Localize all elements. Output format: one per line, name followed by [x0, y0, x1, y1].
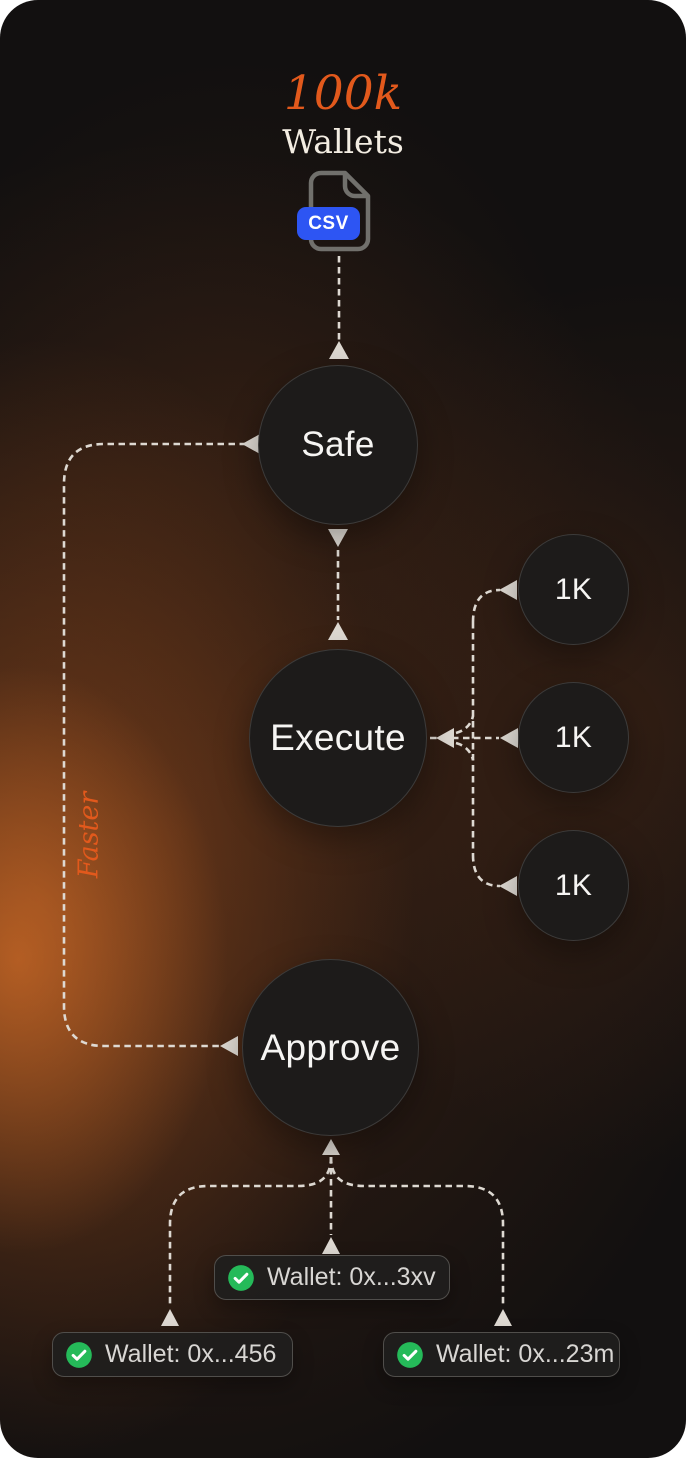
node-batch-3: 1K: [518, 830, 629, 941]
node-batch-3-label: 1K: [554, 868, 593, 902]
node-approve-label: Approve: [260, 1026, 401, 1068]
node-batch-1: 1K: [518, 534, 629, 645]
wallet-count-label: Wallets: [282, 122, 404, 161]
edge-approve-to-wallet-right: [329, 1156, 505, 1307]
check-icon: [66, 1341, 92, 1368]
wallet-chip-2-label: Wallet: 0x...456: [105, 1340, 277, 1368]
wallet-chip-3: Wallet: 0x...23m: [383, 1332, 620, 1377]
node-execute-label: Execute: [270, 717, 406, 758]
arrowhead-up-at-wallet-right: [494, 1309, 512, 1326]
check-icon: [228, 1264, 254, 1291]
node-batch-1-label: 1K: [554, 572, 593, 606]
edge-fan-fork-up: [455, 715, 475, 735]
arrowhead-up-below-approve: [322, 1139, 340, 1155]
edge-label-faster: Faster: [73, 791, 105, 879]
csv-badge: CSV: [297, 207, 360, 240]
arrowhead-left-at-execute: [436, 728, 454, 748]
arrowhead-up-above-execute: [328, 622, 348, 640]
node-safe-label: Safe: [301, 425, 375, 464]
wallet-count: 100k: [283, 66, 403, 121]
edge-faster-loop: [62, 442, 257, 1048]
node-execute: Execute: [249, 649, 427, 827]
wallet-chip-1: Wallet: 0x...3xv: [214, 1255, 450, 1300]
arrowhead-up-above-safe: [329, 341, 349, 359]
csv-file-icon: CSV: [297, 168, 375, 252]
node-safe: Safe: [258, 365, 418, 525]
edge-approve-to-wallet-left: [168, 1156, 333, 1307]
wallet-chip-1-label: Wallet: 0x...3xv: [267, 1263, 436, 1291]
file-outline-icon: [308, 170, 371, 252]
arrowhead-left-at-batch1: [499, 580, 517, 600]
arrowhead-up-at-wallet-left: [161, 1309, 179, 1326]
check-icon: [397, 1341, 423, 1368]
node-batch-2: 1K: [518, 682, 629, 793]
arrowhead-left-at-approve: [220, 1036, 238, 1056]
wallet-chip-3-label: Wallet: 0x...23m: [436, 1340, 615, 1368]
arrowhead-up-at-wallet-top: [322, 1237, 340, 1254]
edge-fan-to-batch1: [471, 588, 501, 623]
edge-fan-to-batch3: [471, 854, 501, 888]
node-approve: Approve: [242, 959, 419, 1136]
edge-fan-fork-down: [455, 741, 475, 761]
arrowhead-left-at-batch2: [500, 728, 518, 748]
arrowhead-left-at-safe: [242, 434, 260, 454]
node-batch-2-label: 1K: [554, 720, 593, 754]
wallet-chip-2: Wallet: 0x...456: [52, 1332, 293, 1377]
arrowhead-down-below-safe: [328, 529, 348, 547]
arrowhead-left-at-batch3: [499, 876, 517, 896]
